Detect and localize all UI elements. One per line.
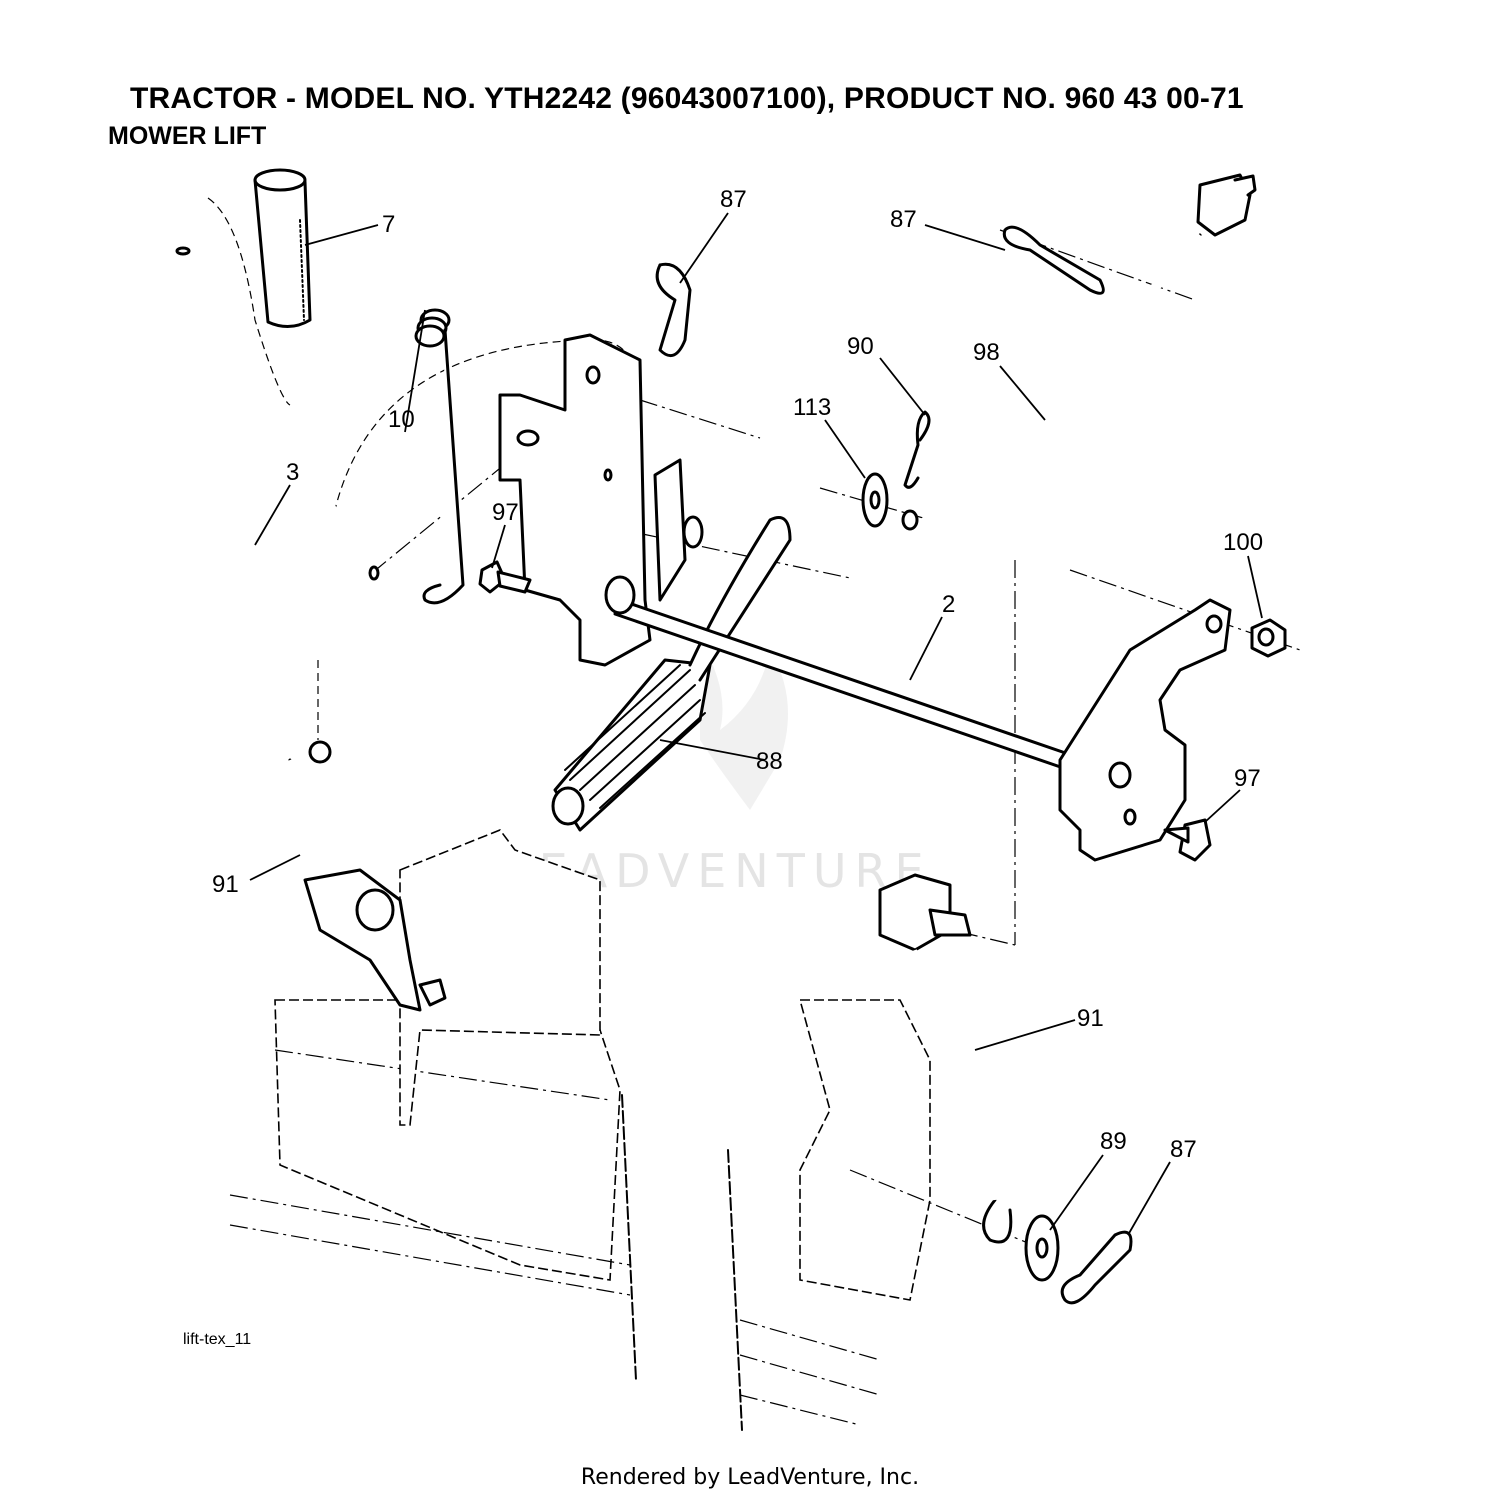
callout-90: 90 (847, 333, 874, 360)
section-title: MOWER LIFT (108, 122, 267, 150)
callout-87-right: 87 (890, 206, 917, 233)
callout-87-bottom: 87 (1170, 1136, 1197, 1163)
watermark: LEADVENTURE (505, 640, 924, 898)
part-87-hairpin-clip-right (1002, 225, 1105, 295)
callout-98: 98 (973, 339, 1000, 366)
part-87-hairpin-clip-top (655, 262, 692, 358)
callout-91-left: 91 (212, 871, 239, 898)
leader-lines (249, 212, 1263, 1236)
callout-88: 88 (756, 748, 783, 775)
part-91-lift-link-left (288, 740, 447, 1012)
part-7-handle-grip (253, 168, 312, 328)
part-100-nut (1250, 618, 1287, 658)
part-91-lift-link-right (878, 873, 1013, 1244)
part-87-hairpin-clip-bottom (1060, 1230, 1133, 1305)
callout-100: 100 (1223, 529, 1263, 556)
callout-97-right: 97 (1234, 765, 1261, 792)
callout-87-top: 87 (720, 186, 747, 213)
part-90-clip (903, 410, 931, 489)
part-89-washer (1024, 1214, 1060, 1282)
callout-91-right: 91 (1077, 1005, 1104, 1032)
callout-7: 7 (382, 211, 395, 238)
mower-deck-outline (229, 829, 931, 1431)
part-97-bolt-left (478, 560, 532, 594)
part-113-washer (861, 472, 889, 528)
figure-id: lift-tex_11 (183, 1331, 252, 1348)
callout-2: 2 (942, 591, 955, 618)
lift-bracket (498, 333, 704, 667)
part-2-lift-arm-right (1058, 598, 1232, 862)
footer-credit: Rendered by LeadVenture, Inc. (580, 1465, 920, 1490)
part-97-bolt-right (1163, 818, 1212, 862)
callout-89: 89 (1100, 1128, 1127, 1155)
callouts: 7 87 87 3 10 97 90 98 113 100 2 88 97 91… (212, 186, 1263, 1163)
part-3-lift-lever (175, 246, 380, 624)
page-title: TRACTOR - MODEL NO. YTH2242 (96043007100… (130, 82, 1244, 115)
callout-10: 10 (388, 406, 415, 433)
part-98-link-rod (901, 173, 1257, 543)
callout-3: 3 (286, 459, 299, 486)
callout-97-left: 97 (492, 499, 519, 526)
part-10-torsion-spring (414, 308, 465, 605)
callout-113: 113 (793, 394, 831, 421)
